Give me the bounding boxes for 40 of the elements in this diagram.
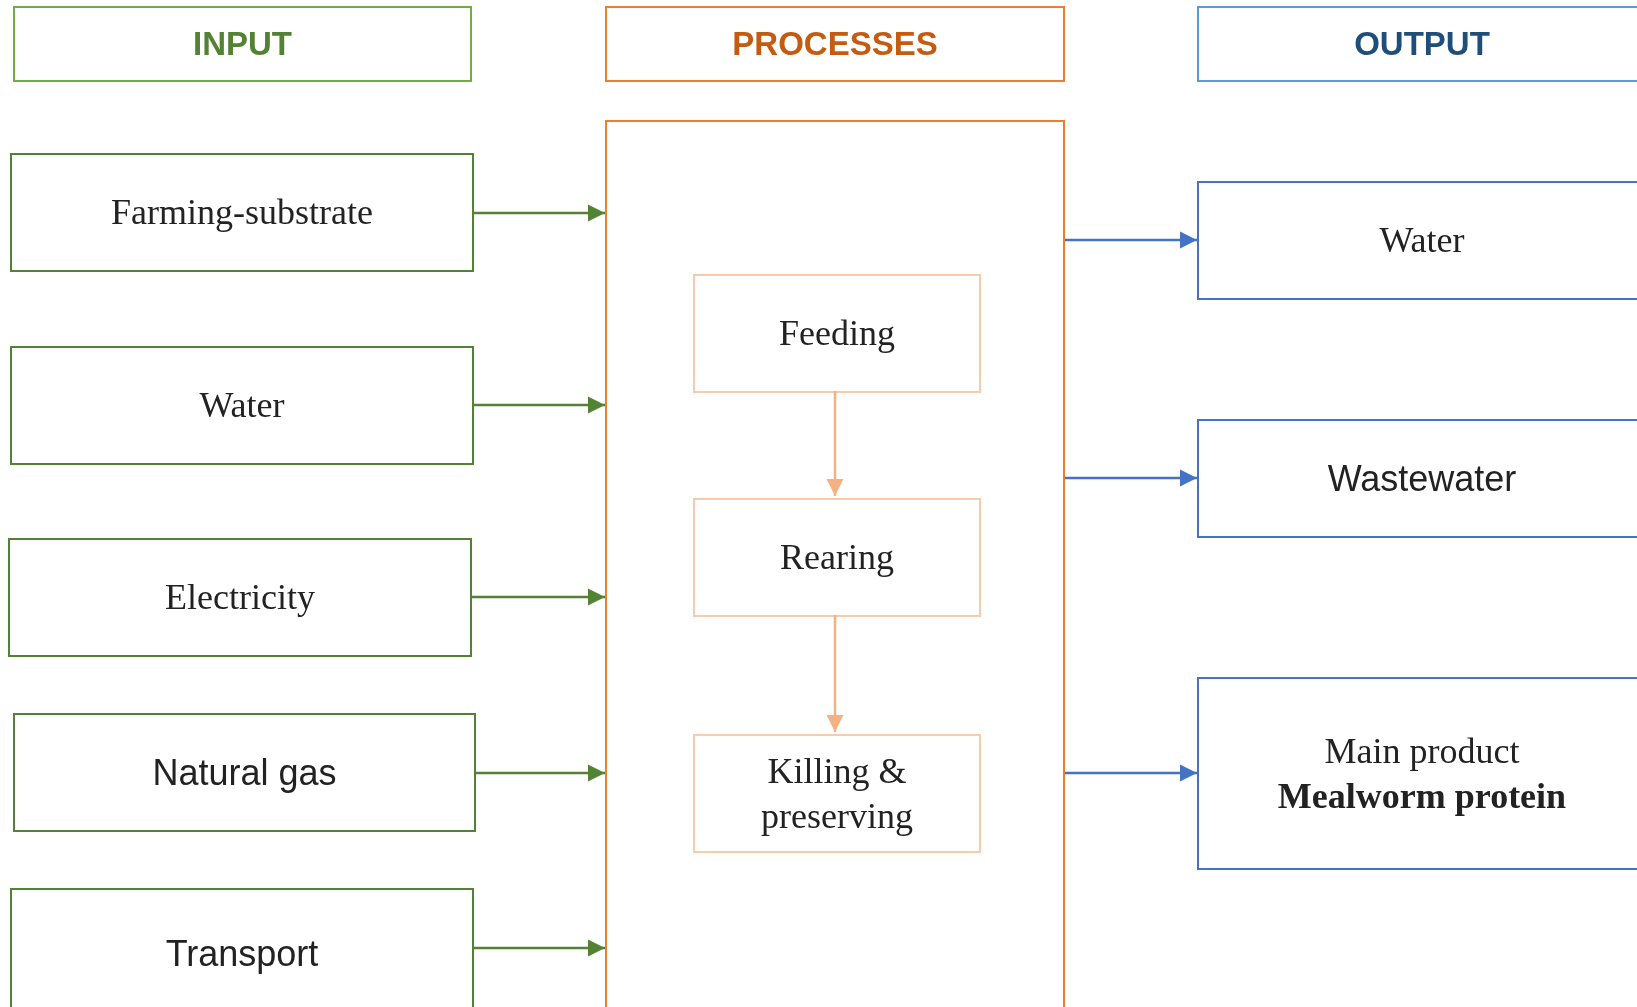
process-step-box bbox=[693, 734, 981, 853]
arrow bbox=[474, 204, 605, 222]
node-label: Rearing bbox=[780, 536, 894, 579]
output-box bbox=[1197, 677, 1637, 870]
node-label: Water bbox=[199, 384, 285, 427]
node-label: Feeding bbox=[779, 312, 895, 355]
input-box bbox=[8, 538, 472, 657]
header-label: PROCESSES bbox=[732, 24, 938, 65]
header-label: INPUT bbox=[193, 24, 292, 65]
column-header bbox=[605, 6, 1065, 82]
node-label: Mealworm protein bbox=[1277, 774, 1567, 818]
column-header bbox=[13, 6, 472, 82]
arrow bbox=[472, 588, 605, 606]
node-label: Water bbox=[1379, 219, 1465, 262]
node-label: Transport bbox=[165, 931, 319, 976]
input-box bbox=[10, 888, 474, 1007]
input-box bbox=[13, 713, 476, 832]
output-box bbox=[1197, 419, 1637, 538]
arrow bbox=[1065, 231, 1197, 249]
arrow bbox=[474, 396, 605, 414]
header-label: OUTPUT bbox=[1354, 24, 1490, 65]
node-label: Electricity bbox=[165, 576, 315, 619]
process-step-box bbox=[693, 498, 981, 617]
node-label: Main product bbox=[1324, 729, 1520, 773]
process-box bbox=[605, 120, 1065, 1007]
arrow bbox=[476, 764, 605, 782]
node-label: Farming-substrate bbox=[111, 191, 373, 234]
node-label: Natural gas bbox=[152, 751, 337, 795]
arrow bbox=[826, 615, 844, 732]
output-box bbox=[1197, 181, 1637, 300]
arrow bbox=[826, 391, 844, 496]
process-step-box bbox=[693, 274, 981, 393]
arrow bbox=[1065, 764, 1197, 782]
node-label: Killing & preserving bbox=[760, 749, 914, 838]
column-header bbox=[1197, 6, 1637, 82]
input-box bbox=[10, 346, 474, 465]
node-label: Wastewater bbox=[1327, 457, 1517, 501]
arrow bbox=[1065, 469, 1197, 487]
arrow bbox=[474, 939, 605, 957]
input-box bbox=[10, 153, 474, 272]
